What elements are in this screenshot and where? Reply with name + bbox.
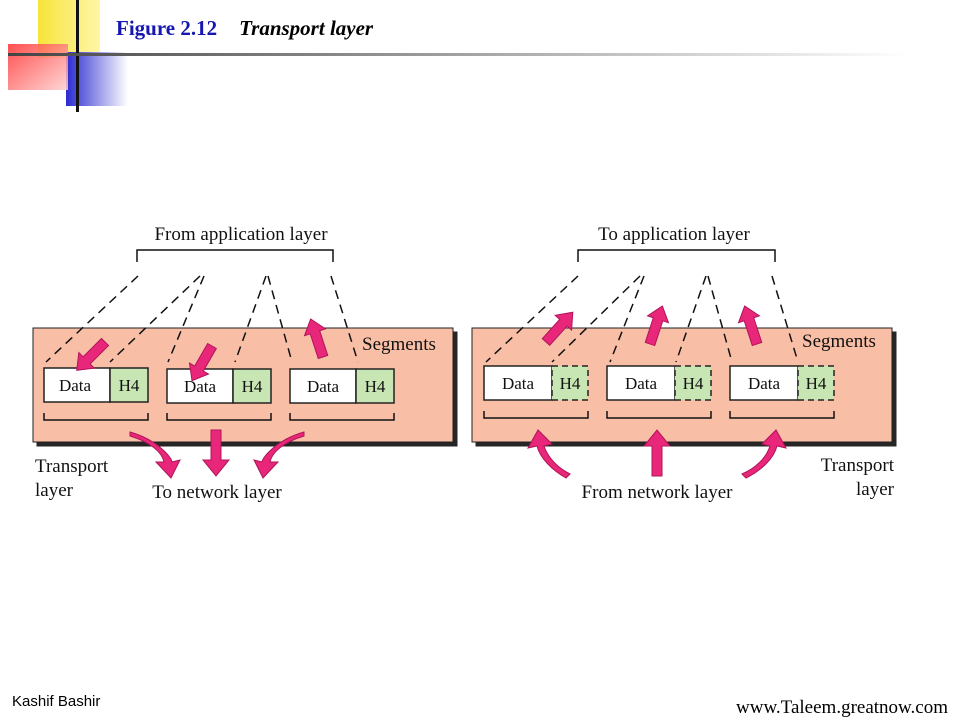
data-label: Data [184, 377, 217, 396]
red-square [8, 44, 68, 90]
up-arrow-icon [303, 318, 329, 360]
receiver-top-bracket [577, 249, 776, 262]
horizontal-rule [8, 53, 908, 56]
footer-website: www.Taleem.greatnow.com [736, 697, 948, 718]
sender-side: From application layer Data H4 Data H4 [32, 224, 454, 503]
sender-panel-label: Segments [362, 334, 436, 355]
receiver-bottom-label: From network layer [582, 482, 734, 503]
receiver-segment-3: Data H4 [729, 365, 835, 401]
sender-segment-1: Data H4 [43, 367, 149, 403]
sender-side-label-2: layer [35, 480, 74, 501]
sender-top-label: From application layer [154, 224, 328, 245]
header-label: H4 [560, 374, 581, 393]
up-arrow-icon [541, 311, 574, 347]
receiver-dashed-lines [485, 275, 799, 363]
header-box [355, 368, 395, 404]
up-arrow-icon [644, 305, 670, 347]
down-arrow-icon [188, 342, 218, 382]
figure-title: Figure 2.12 Transport layer [116, 16, 373, 41]
down-arrow-icon [201, 429, 231, 477]
receiver-side-label-2: layer [856, 479, 895, 500]
data-label: Data [502, 374, 535, 393]
sender-side-label-1: Transport [35, 456, 109, 477]
header-label: H4 [365, 377, 386, 396]
header-label: H4 [119, 376, 140, 395]
header-label: H4 [683, 374, 704, 393]
up-arrow-icon [642, 429, 672, 477]
header-label: H4 [806, 374, 827, 393]
figure-name: Transport layer [239, 16, 374, 40]
sender-bottom-label: To network layer [152, 482, 282, 503]
curved-arrow-icon [129, 431, 181, 479]
receiver-side-label-1: Transport [821, 455, 895, 476]
data-label: Data [307, 377, 340, 396]
receiver-side: To application layer Data H4 Data H4 Dat… [471, 224, 895, 503]
header-box [232, 368, 272, 404]
slide-decoration [8, 0, 908, 112]
header-box [797, 365, 835, 401]
sender-arrows [76, 318, 329, 479]
receiver-segment-2: Data H4 [606, 365, 712, 401]
sender-segment-3: Data H4 [289, 368, 395, 404]
sender-segment-brackets [43, 413, 395, 421]
header-box [674, 365, 712, 401]
figure-number: Figure 2.12 [116, 16, 218, 40]
data-label: Data [748, 374, 781, 393]
curved-arrow-icon [741, 429, 787, 479]
sender-top-bracket [136, 249, 334, 262]
receiver-arrows [527, 305, 787, 479]
header-box [109, 367, 149, 403]
up-arrow-icon [737, 305, 763, 347]
curved-arrow-icon [527, 429, 571, 479]
data-label: Data [59, 376, 92, 395]
receiver-top-label: To application layer [598, 224, 750, 245]
sender-dashed-lines [45, 275, 359, 363]
down-arrow-icon [76, 337, 110, 371]
receiver-segment-1: Data H4 [483, 365, 589, 401]
curved-arrow-icon [253, 431, 305, 479]
data-label: Data [625, 374, 658, 393]
receiver-panel-label: Segments [802, 331, 876, 352]
header-box [551, 365, 589, 401]
receiver-segment-brackets [483, 411, 835, 419]
header-label: H4 [242, 377, 263, 396]
footer-author: Kashif Bashir [12, 693, 101, 710]
sender-segment-2: Data H4 [166, 368, 272, 404]
